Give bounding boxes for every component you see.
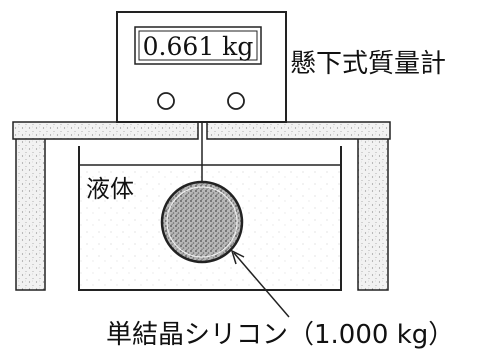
crystal-label: 単結晶シリコン（1.000 kg） [106, 320, 454, 350]
scale-button-left [157, 92, 175, 110]
left-support-leg [15, 137, 46, 291]
scale-display [134, 26, 262, 65]
liquid-label: 液体 [86, 175, 134, 203]
silicon-crystal-sphere [160, 180, 244, 264]
right-top-bar [206, 121, 391, 140]
container-walls [78, 146, 342, 291]
silicon-crystal-inner-ring [166, 186, 238, 258]
left-top-bar [12, 121, 199, 140]
scale-reading: 0.661 kg [143, 32, 254, 61]
crystal-pointer-arrowhead [230, 249, 245, 265]
scale-display-inner [138, 30, 258, 61]
crystal-pointer-line [233, 252, 290, 318]
scale-label: 懸下式質量計 [290, 49, 446, 79]
scale-button-right [227, 92, 245, 110]
right-support-leg [357, 137, 389, 291]
